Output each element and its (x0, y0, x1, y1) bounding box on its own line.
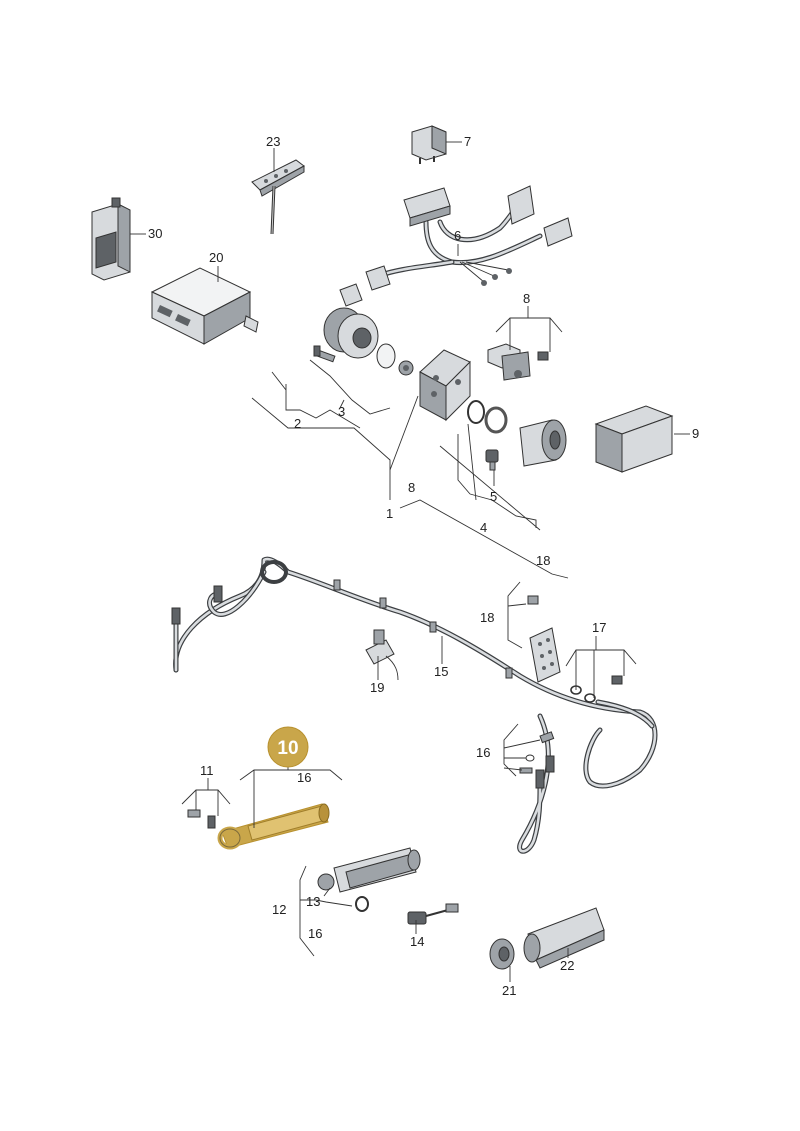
part-4-sleeve[interactable] (467, 400, 567, 467)
callout-18-lower: 18 (480, 610, 494, 625)
part-19-sensor[interactable] (365, 629, 399, 681)
callout-6: 6 (454, 228, 461, 243)
callout-18-top: 18 (536, 553, 550, 568)
callout-8-top: 8 (523, 291, 530, 306)
part-6-wiring-harness[interactable] (365, 185, 573, 291)
part-2-screw[interactable] (313, 345, 336, 363)
part-3-motor[interactable] (323, 283, 414, 376)
callout-17: 17 (592, 620, 606, 635)
callout-16-right: 16 (476, 745, 490, 760)
callout-21: 21 (502, 983, 516, 998)
callout-9: 9 (692, 426, 699, 441)
callout-5: 5 (490, 489, 497, 504)
part-7-relay[interactable] (411, 125, 447, 164)
part-21-grommet[interactable] (489, 938, 515, 970)
part-23-tool[interactable] (251, 159, 305, 235)
callout-1: 1 (386, 506, 393, 521)
callout-13: 13 (306, 894, 320, 909)
highlight-badge-10[interactable]: 10 (267, 726, 309, 768)
part-8-connector[interactable] (487, 343, 549, 381)
part-10-gas-strut[interactable] (217, 803, 330, 850)
callout-2: 2 (294, 416, 301, 431)
callout-15: 15 (434, 664, 448, 679)
callout-16-lower: 16 (308, 926, 322, 941)
part-17-connectors[interactable] (570, 675, 655, 729)
leader-lines (130, 141, 690, 982)
callout-23: 23 (266, 134, 280, 149)
callout-11: 11 (200, 763, 214, 778)
callout-20: 20 (209, 250, 223, 265)
callout-22: 22 (560, 958, 574, 973)
part-20-control-unit[interactable] (150, 267, 259, 345)
callout-14: 14 (410, 934, 424, 949)
part-12-strut[interactable] (317, 847, 421, 893)
callout-30: 30 (148, 226, 162, 241)
callout-16-left: 16 (297, 770, 311, 785)
callout-3: 3 (338, 404, 345, 419)
highlight-label: 10 (277, 738, 298, 759)
callout-labels: 23 7 30 6 20 8 3 2 9 8 5 1 4 18 18 17 15… (148, 134, 699, 998)
part-22-sleeve[interactable] (523, 907, 605, 969)
callout-19: 19 (370, 680, 384, 695)
part-18-connector-plate[interactable] (527, 595, 561, 683)
callout-7: 7 (464, 134, 471, 149)
part-30-canister[interactable] (91, 197, 131, 281)
callout-12: 12 (272, 902, 286, 917)
callout-8-mid: 8 (408, 480, 415, 495)
part-5-bolt[interactable] (485, 449, 499, 471)
part-1-housing[interactable] (419, 349, 471, 422)
part-13-clip[interactable] (355, 896, 369, 912)
part-9-module[interactable] (594, 405, 674, 473)
part-14-plug[interactable] (407, 903, 459, 925)
callout-4: 4 (480, 520, 487, 535)
part-11-pin[interactable] (187, 809, 216, 829)
part-15-wiring-loom[interactable] (171, 556, 658, 854)
